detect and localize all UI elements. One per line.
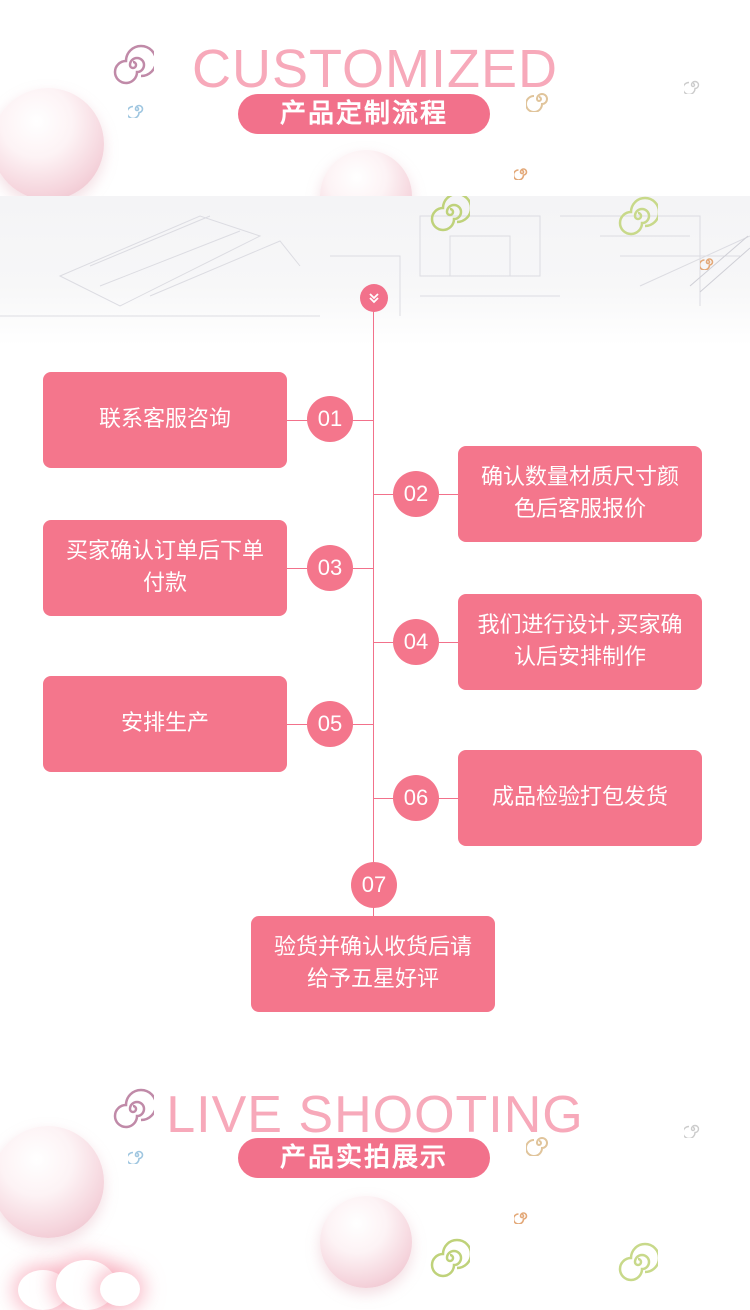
step-number: 03	[307, 545, 353, 591]
step-number: 07	[351, 862, 397, 908]
live-shooting-header: LIVE SHOOTING 产品实拍展示	[0, 1080, 750, 1310]
swirl-icon	[113, 44, 154, 85]
step-box-01: 联系客服咨询	[43, 372, 287, 468]
title-chinese: 产品实拍展示	[238, 1138, 490, 1178]
step-box-03: 买家确认订单后下单付款	[43, 520, 287, 616]
swirl-icon	[128, 1150, 144, 1164]
swirl-icon	[514, 1212, 528, 1224]
swirl-icon	[526, 93, 548, 112]
title-english: LIVE SHOOTING	[166, 1086, 584, 1144]
step-box-04: 我们进行设计,买家确认后安排制作	[458, 594, 702, 690]
title-chinese: 产品定制流程	[238, 94, 490, 134]
step-box-06: 成品检验打包发货	[458, 750, 702, 846]
step-box-05: 安排生产	[43, 676, 287, 772]
step-number: 02	[393, 471, 439, 517]
step-number: 05	[307, 701, 353, 747]
timeline-line	[373, 296, 374, 916]
swirl-icon	[128, 104, 144, 118]
step-box-07: 验货并确认收货后请给予五星好评	[251, 916, 495, 1012]
pearl-decoration	[0, 88, 104, 200]
swirl-icon	[514, 168, 528, 180]
cloud-decoration	[100, 1272, 140, 1306]
step-text: 验货并确认收货后请给予五星好评	[273, 935, 472, 992]
swirl-icon	[700, 258, 714, 270]
swirl-icon	[684, 80, 700, 94]
step-text: 买家确认订单后下单付款	[65, 539, 264, 596]
swirl-icon	[430, 1238, 470, 1278]
pearl-decoration	[320, 1196, 412, 1288]
swirl-icon	[526, 1137, 548, 1156]
step-text: 确认数量材质尺寸颜色后客服报价	[480, 465, 679, 522]
swirl-icon	[684, 1124, 700, 1138]
step-number: 06	[393, 775, 439, 821]
swirl-icon	[618, 196, 658, 236]
step-box-02: 确认数量材质尺寸颜色后客服报价	[458, 446, 702, 542]
step-text: 成品检验打包发货	[491, 785, 668, 810]
swirl-icon	[430, 196, 470, 232]
blueprint-background	[0, 196, 750, 346]
step-text: 我们进行设计,买家确认后安排制作	[477, 613, 683, 670]
chevron-down-icon	[360, 284, 388, 312]
title-english: CUSTOMIZED	[191, 39, 558, 99]
step-number: 04	[393, 619, 439, 665]
swirl-icon	[113, 1088, 154, 1129]
pearl-decoration	[0, 1126, 104, 1238]
step-number: 01	[307, 396, 353, 442]
step-text: 联系客服咨询	[98, 407, 231, 432]
step-text: 安排生产	[120, 711, 209, 736]
swirl-icon	[618, 1242, 658, 1282]
customized-header: CUSTOMIZED 产品定制流程	[0, 0, 750, 242]
